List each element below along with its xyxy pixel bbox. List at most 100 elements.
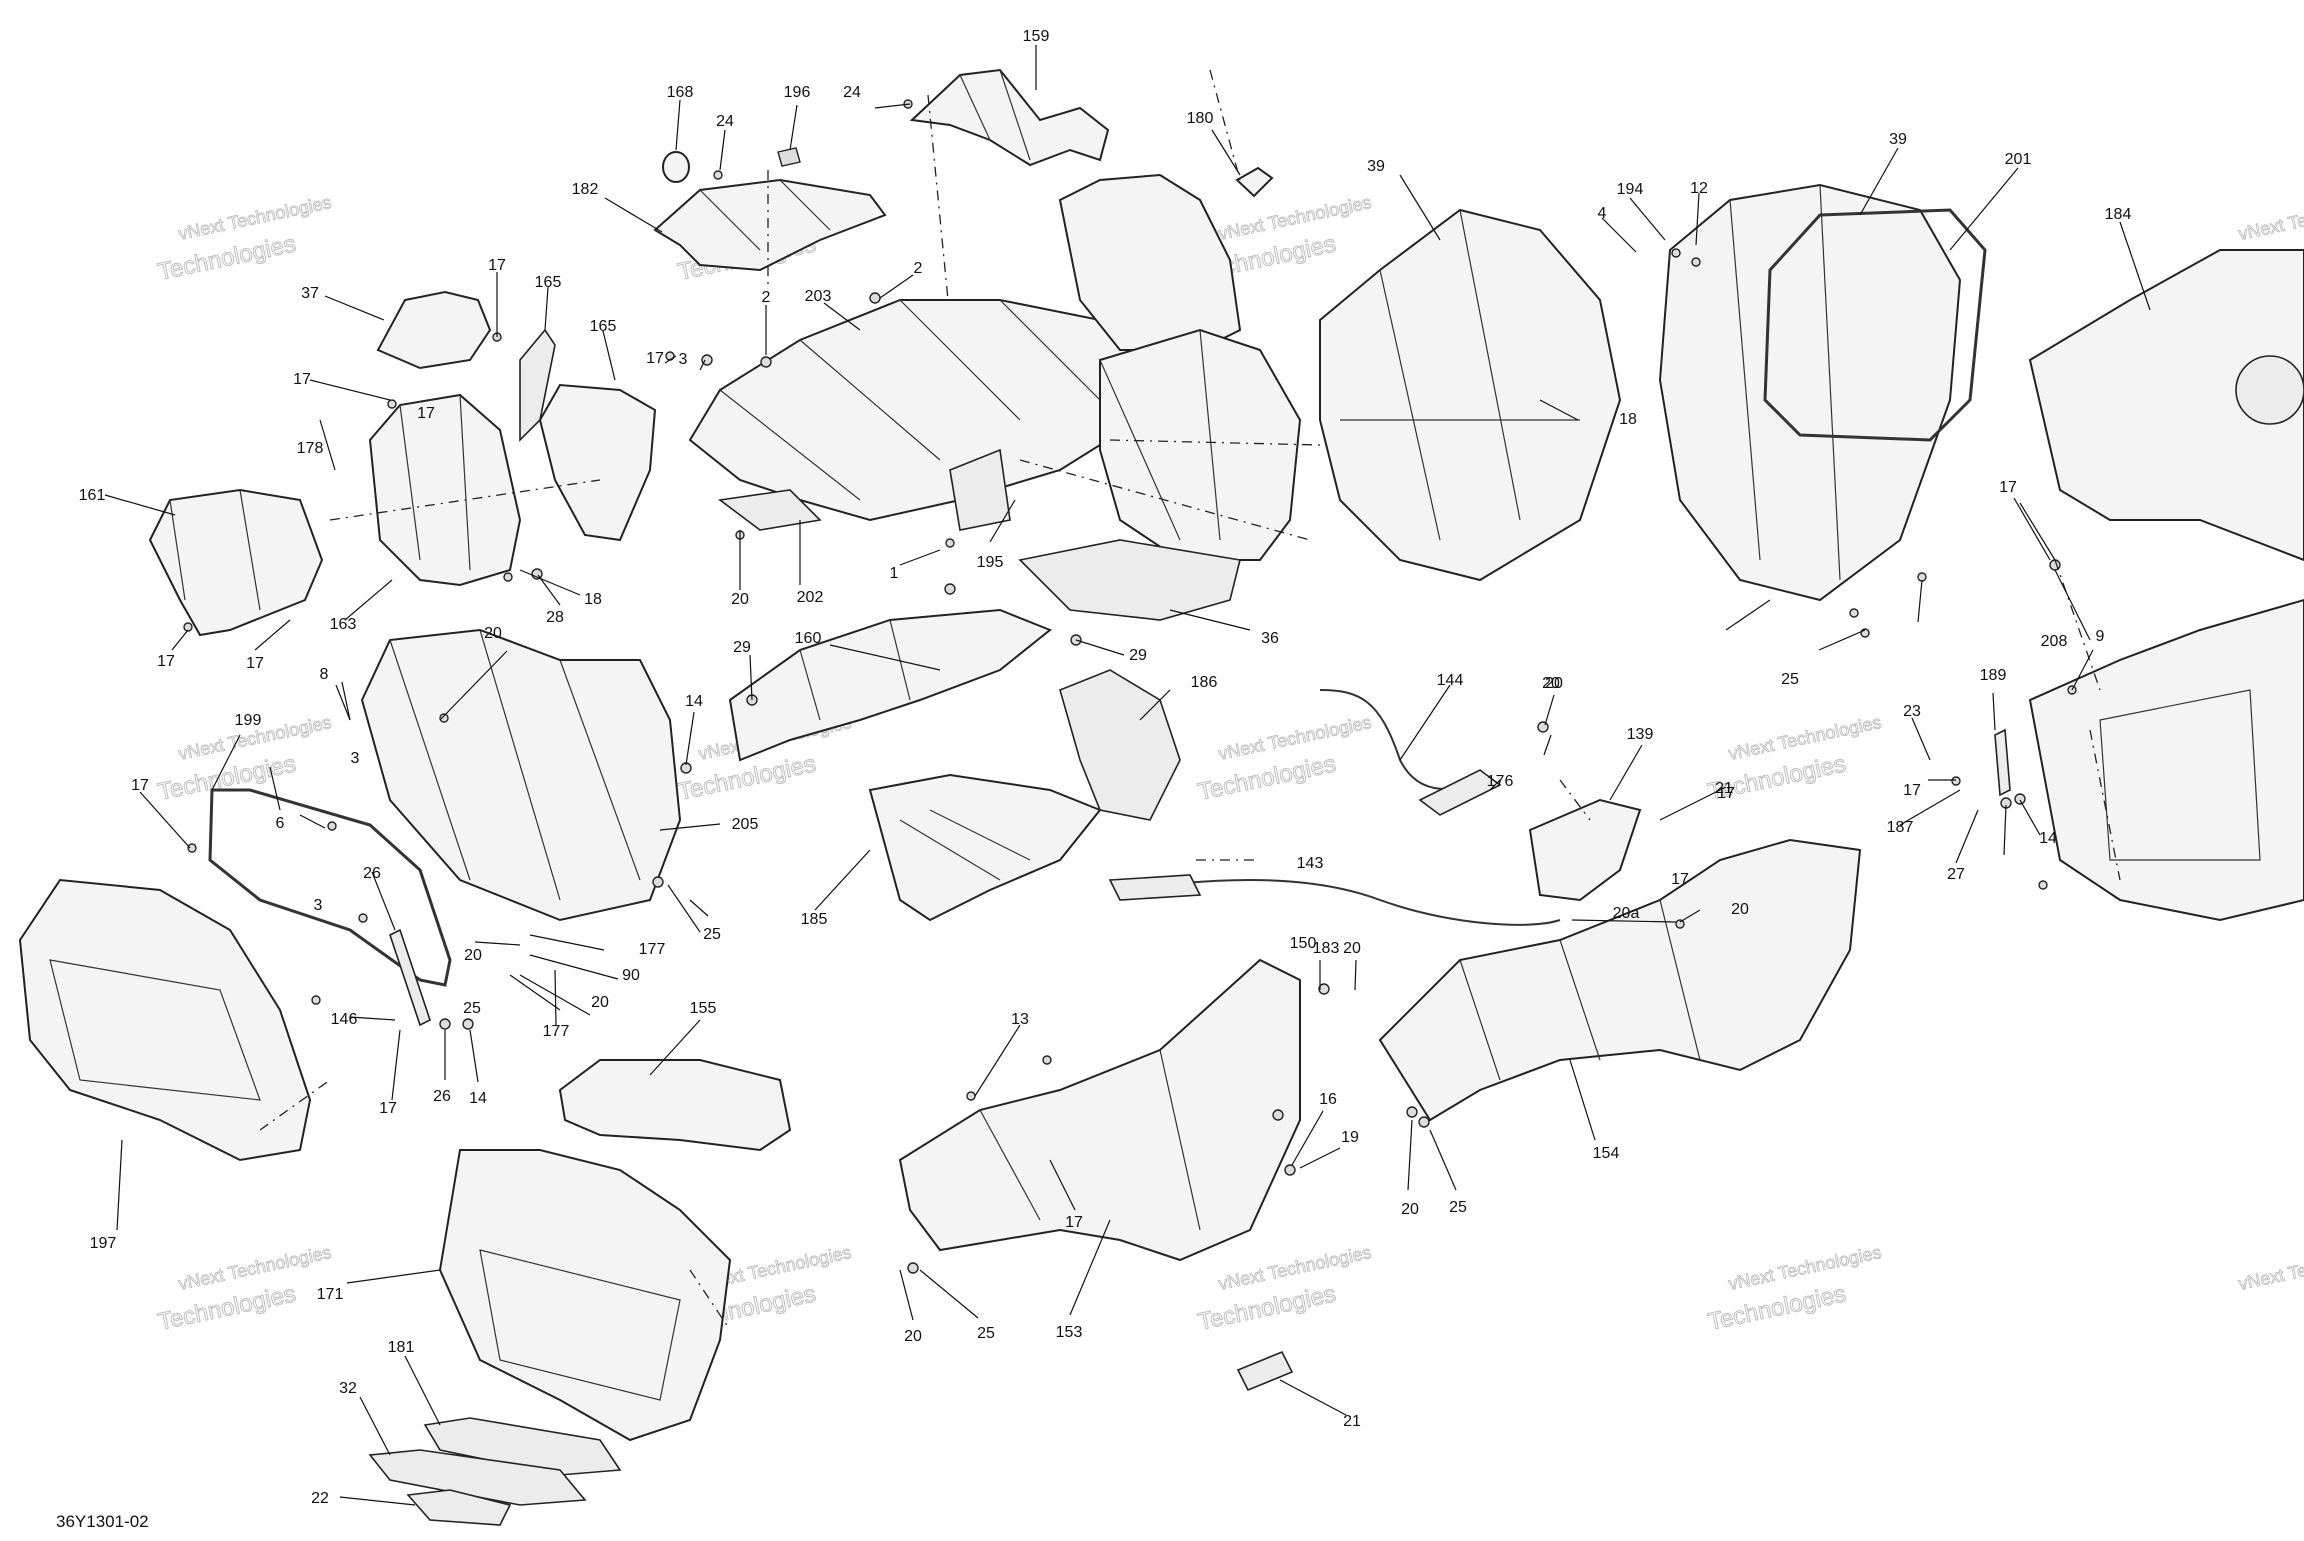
hardware-fasteners xyxy=(183,99,2077,1274)
part-39-center xyxy=(1319,208,1622,582)
callout-label: 154 xyxy=(1593,1145,1620,1162)
callout-label: 17 xyxy=(379,1100,397,1117)
callout-label: 32 xyxy=(339,1380,357,1397)
part-32 xyxy=(406,1489,512,1526)
callout-label: 197 xyxy=(90,1235,117,1252)
part-161 xyxy=(148,488,324,637)
callout-label: 171 xyxy=(317,1286,344,1303)
part-195 xyxy=(949,448,1011,531)
part-197 xyxy=(423,1417,622,1476)
callout-label: 20 xyxy=(484,625,502,642)
watermark-text: Technologies xyxy=(1706,1280,1849,1336)
callout-label: 146 xyxy=(331,1011,358,1028)
callout-label: 8 xyxy=(320,666,329,683)
callout-label: 20 xyxy=(1343,940,1361,957)
callout-label: 39 xyxy=(1367,158,1385,175)
callout-label: 18 xyxy=(1619,411,1637,428)
callout-label: 28 xyxy=(546,609,564,626)
callout-label: 13 xyxy=(1011,1011,1029,1028)
part-tower xyxy=(1058,173,1242,351)
callout-label: 9 xyxy=(2096,628,2105,645)
part-184 xyxy=(2028,249,2304,562)
callout-label: 1 xyxy=(890,565,899,582)
callout-label: 21 xyxy=(1343,1413,1361,1430)
part-171 xyxy=(368,1449,587,1506)
callout-label: 185 xyxy=(801,911,828,928)
parts xyxy=(18,68,2304,1526)
part-37 xyxy=(376,290,492,370)
callout-label: 17 xyxy=(646,350,664,367)
callout-label: 14 xyxy=(2039,830,2057,847)
part-155 xyxy=(558,1059,792,1152)
watermark-text: vNext Technologies xyxy=(1217,192,1374,244)
callout-label: 17 xyxy=(1671,871,1689,888)
callout-label: 21 xyxy=(1715,780,1733,797)
callout-label: 143 xyxy=(1297,855,1324,872)
callout-label: 12 xyxy=(1690,180,1708,197)
part-201 xyxy=(1763,208,1987,442)
callout-label: 18 xyxy=(584,591,602,608)
callout-label: 37 xyxy=(301,285,319,302)
part-203 xyxy=(688,299,1152,522)
part-185 xyxy=(868,773,1102,922)
watermark-text: Technologies xyxy=(676,750,819,806)
watermark-text: Technologies xyxy=(156,1280,299,1336)
callout-label: 17 xyxy=(417,405,435,422)
part-199 xyxy=(208,788,452,987)
callout-label: 17 xyxy=(1717,785,1735,802)
callout-label: 161 xyxy=(79,487,106,504)
callout-label: 153 xyxy=(1056,1324,1083,1341)
callout-label: 203 xyxy=(805,288,832,305)
callout-label: 201 xyxy=(2005,151,2032,168)
part-163 xyxy=(368,393,522,587)
callout-label: 184 xyxy=(2105,206,2132,223)
callout-label: 17 xyxy=(1999,479,2017,496)
callout-label: 14 xyxy=(685,693,703,710)
callout-label: 160 xyxy=(795,630,822,647)
part-lid-right xyxy=(2028,598,2304,922)
watermark-text: vNext Technologies xyxy=(1727,1242,1884,1294)
callout-label: 202 xyxy=(797,589,824,606)
callout-label: 178 xyxy=(297,440,324,457)
callout-label: 25 xyxy=(977,1325,995,1342)
part-143 xyxy=(1108,874,1202,901)
callout-label: 36 xyxy=(1261,630,1279,647)
figure-code: 36Y1301-02 xyxy=(56,1512,149,1531)
part-144-cable xyxy=(1319,689,1481,790)
callout-label: 163 xyxy=(330,616,357,633)
watermark-text: vNext Technologies xyxy=(177,192,334,244)
part-202 xyxy=(717,489,822,531)
callout-label: 27 xyxy=(1947,866,1965,883)
part-186 xyxy=(1059,669,1181,821)
callout-label: 26 xyxy=(363,865,381,882)
callout-label: 139 xyxy=(1627,726,1654,743)
part-176 xyxy=(1418,769,1502,816)
callout-label: 14 xyxy=(469,1090,487,1107)
part-205 xyxy=(360,628,682,922)
part-36 xyxy=(1018,539,1241,621)
part-160 xyxy=(728,608,1052,762)
callout-label: 20 xyxy=(904,1328,922,1345)
callout-labels: 159 168 24 196 180 39 194 12 39 201 184 … xyxy=(79,28,2132,1507)
callout-label: 20 xyxy=(731,591,749,608)
callout-label: 177 xyxy=(543,1023,570,1040)
callout-label: 182 xyxy=(572,181,599,198)
callout-label: 195 xyxy=(977,554,1004,571)
callout-label: 177 xyxy=(639,941,666,958)
callout-label: 20 xyxy=(464,947,482,964)
callout-label: 183 xyxy=(1313,940,1340,957)
callout-label: 29 xyxy=(1129,647,1147,664)
callout-label: 16 xyxy=(1319,1091,1337,1108)
callout-label: 17 xyxy=(1903,782,1921,799)
callout-label: 17 xyxy=(1065,1214,1083,1231)
callout-label: 199 xyxy=(235,712,262,729)
callout-label: 2 xyxy=(762,289,771,306)
watermark-text: Technologies xyxy=(1196,1280,1339,1336)
callout-label: 17 xyxy=(246,655,264,672)
callout-label: 20 xyxy=(1545,675,1563,692)
watermark-text: vNext Technologies xyxy=(1217,1242,1374,1294)
callout-label: 194 xyxy=(1617,181,1644,198)
part-165b xyxy=(538,383,657,542)
callout-label: 90 xyxy=(622,967,640,984)
